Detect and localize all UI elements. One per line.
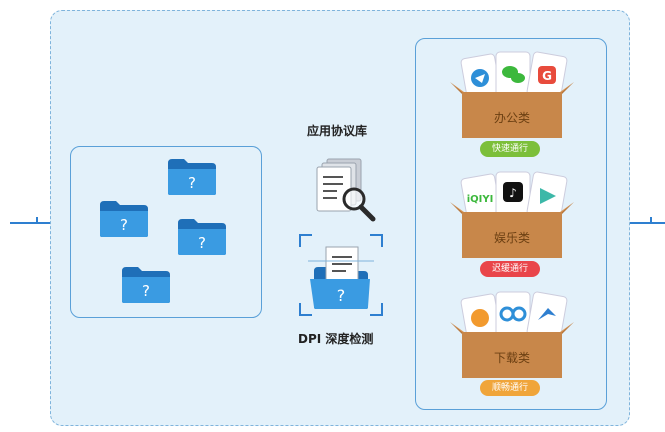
g-app-icon: G xyxy=(526,51,568,101)
baidu-netdisk-icon xyxy=(495,291,531,337)
slow-pass-badge: 迟缓通行 xyxy=(480,261,540,277)
left-connector-line xyxy=(10,222,50,224)
unknown-folder-icon: ? xyxy=(168,159,216,195)
entertainment-box-label: 娱乐类 xyxy=(494,231,530,245)
smooth-pass-badge: 顺畅通行 xyxy=(480,380,540,396)
svg-text:♪: ♪ xyxy=(509,186,517,200)
svg-text:?: ? xyxy=(188,174,196,192)
unknown-folder-icon: ? xyxy=(178,219,226,255)
wechat-icon xyxy=(495,51,531,97)
entertainment-box: iQIYI ♪ 娱乐类 xyxy=(450,171,574,258)
office-box-label: 办公类 xyxy=(494,110,530,125)
unknown-folder-icon: ? xyxy=(122,267,170,303)
dpi-scan-frame: ? xyxy=(299,234,383,316)
svg-text:?: ? xyxy=(120,216,128,234)
download-box: 下载类 xyxy=(450,291,574,378)
fast-pass-badge: 快速通行 xyxy=(480,141,540,157)
svg-text:?: ? xyxy=(198,234,206,252)
tiktok-icon: ♪ xyxy=(495,171,531,217)
categorized-traffic-group xyxy=(415,38,607,410)
svg-text:?: ? xyxy=(142,282,150,300)
svg-text:G: G xyxy=(542,69,552,83)
right-connector-line xyxy=(630,222,665,224)
svg-text:?: ? xyxy=(337,286,346,305)
unknown-traffic-group xyxy=(70,146,262,318)
orange-app-icon xyxy=(460,293,502,343)
right-connector-tick xyxy=(650,217,652,222)
office-box: G 办公类 xyxy=(450,51,574,138)
svg-text:iQIYI: iQIYI xyxy=(467,194,494,205)
left-connector-tick xyxy=(36,217,38,222)
dpi-label: DPI 深度检测 xyxy=(298,332,374,346)
protocol-library-label: 应用协议库 xyxy=(307,124,368,138)
download-box-label: 下载类 xyxy=(494,351,530,365)
unknown-folder-icon: ? xyxy=(100,201,148,237)
document-search-icon xyxy=(316,158,376,222)
